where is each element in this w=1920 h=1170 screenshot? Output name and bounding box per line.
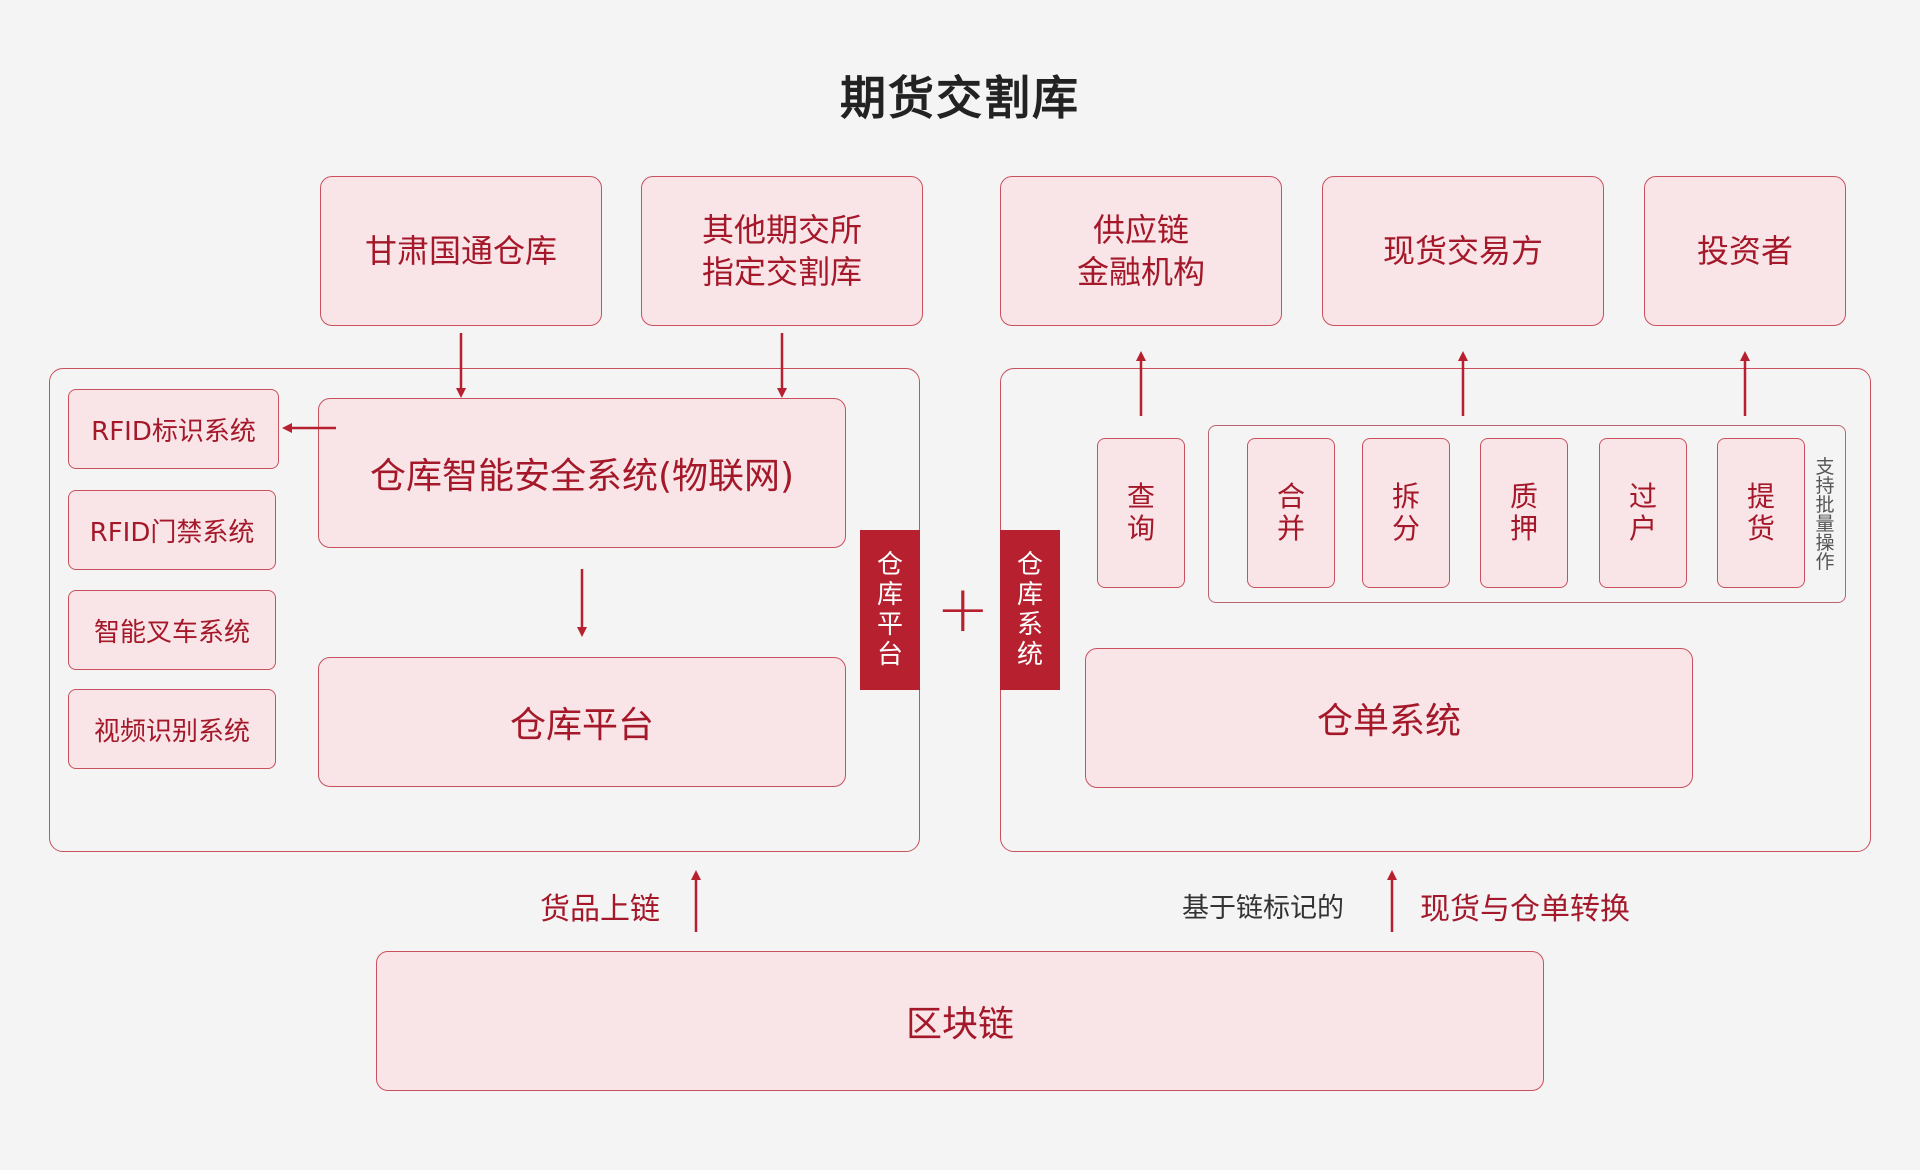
split-operation: 拆 分 xyxy=(1362,438,1450,588)
warehouse-iot-security-system: 仓库智能安全系统(物联网) xyxy=(318,398,846,548)
rfid-access-system: RFID门禁系统 xyxy=(68,490,276,570)
investor-box: 投资者 xyxy=(1644,176,1846,326)
batch-support-note: 支 持 批 量 操 作 xyxy=(1815,456,1835,573)
transfer-operation: 过 户 xyxy=(1599,438,1687,588)
page-title: 期货交割库 xyxy=(840,71,1080,125)
warehouse-system-tab: 仓 库 系 统 xyxy=(1000,530,1060,690)
rfid-label-system: RFID标识系统 xyxy=(68,389,279,469)
delivery-operation: 提 货 xyxy=(1717,438,1805,588)
plus-icon: + xyxy=(936,573,990,647)
warehouse-platform-box: 仓库平台 xyxy=(318,657,846,787)
merge-operation: 合 并 xyxy=(1247,438,1335,588)
gansu-warehouse-box: 甘肃国通仓库 xyxy=(320,176,602,326)
pledge-operation: 质 押 xyxy=(1480,438,1568,588)
spot-receipt-conversion-label: 现货与仓单转换 xyxy=(1420,892,1630,927)
other-exchange-warehouse-box: 其他期交所 指定交割库 xyxy=(641,176,923,326)
batch-operations-frame xyxy=(1208,425,1846,603)
query-operation: 查 询 xyxy=(1097,438,1185,588)
blockchain-box: 区块链 xyxy=(376,951,1544,1091)
chain-mark-note: 基于链标记的 xyxy=(1182,893,1344,924)
warehouse-platform-tab: 仓 库 平 台 xyxy=(860,530,920,690)
spot-trader-box: 现货交易方 xyxy=(1322,176,1604,326)
warehouse-receipt-system-box: 仓单系统 xyxy=(1085,648,1693,788)
supply-chain-finance-box: 供应链 金融机构 xyxy=(1000,176,1282,326)
video-recognition-system: 视频识别系统 xyxy=(68,689,276,769)
smart-forklift-system: 智能叉车系统 xyxy=(68,590,276,670)
goods-on-chain-label: 货品上链 xyxy=(540,892,660,927)
